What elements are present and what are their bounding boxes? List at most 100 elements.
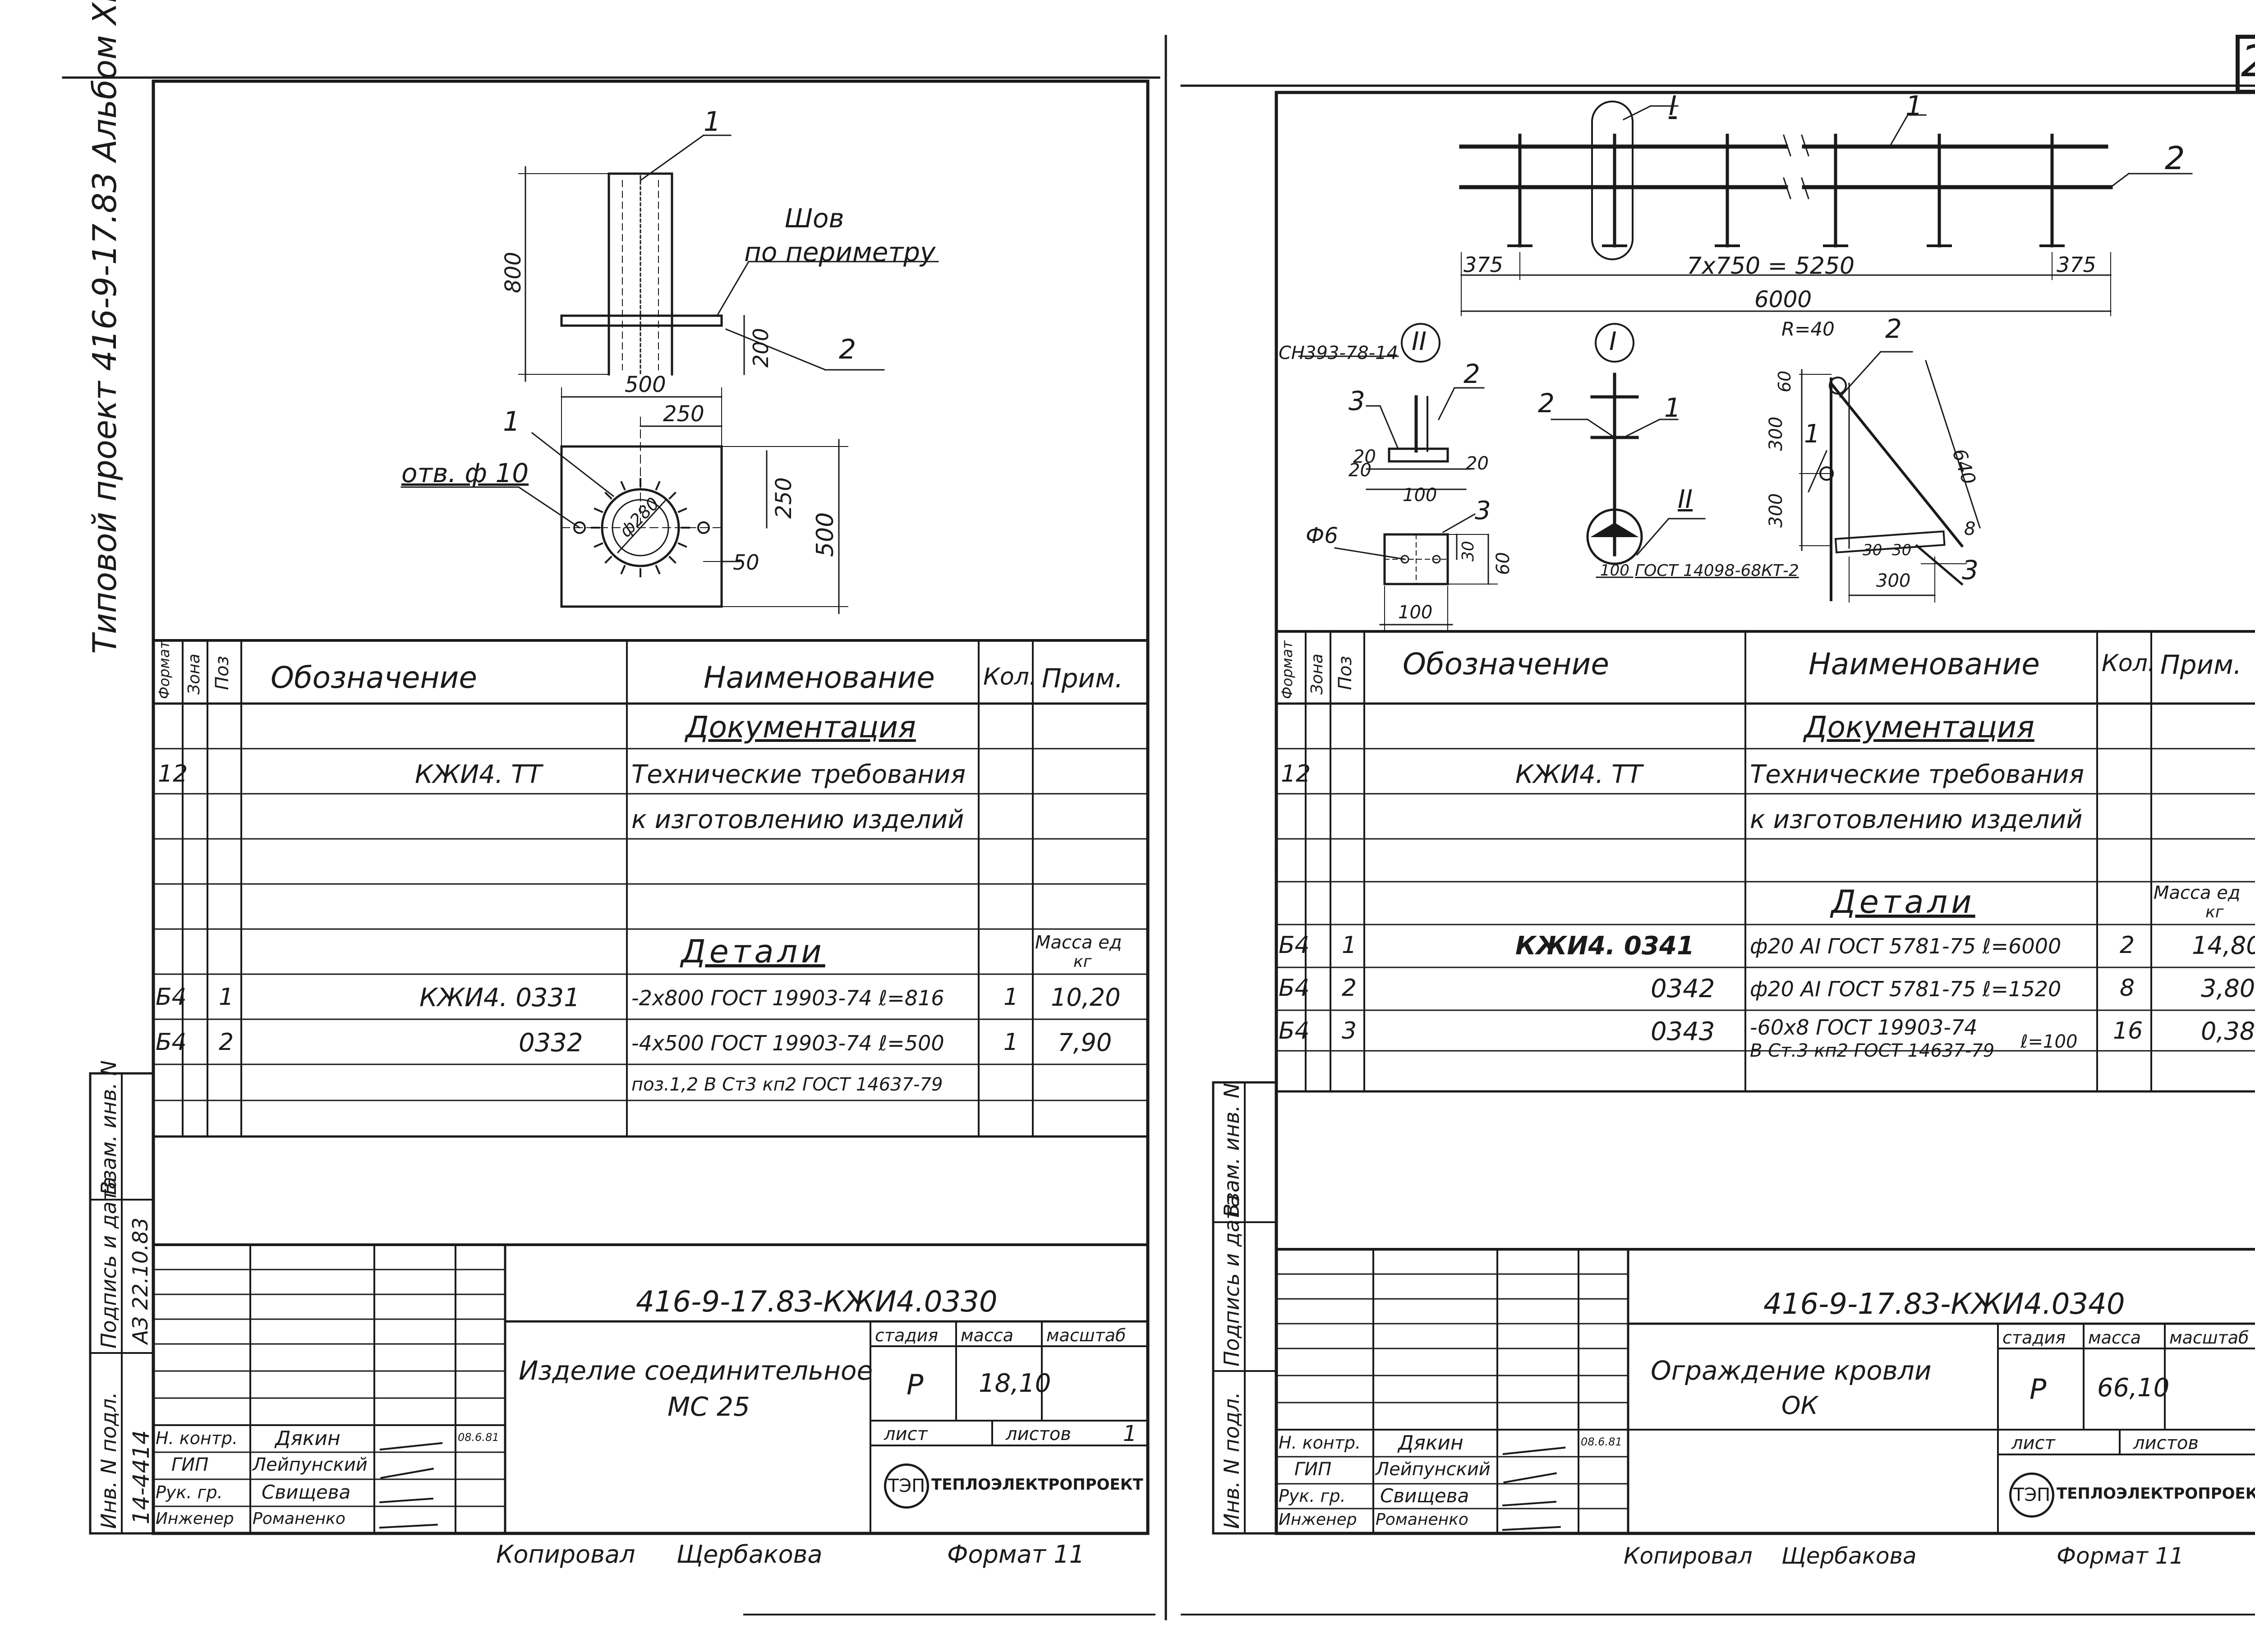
right-callout-3-plate: 3: [1475, 496, 1491, 525]
left-callout-2: 2: [839, 334, 856, 365]
left-r2-qty: 1: [1003, 984, 1019, 1011]
right-r3-format: Б4: [1279, 975, 1310, 1002]
left-scale-label: масштаб: [1046, 1325, 1126, 1345]
left-stage-label: стадия: [875, 1325, 939, 1345]
right-r4-format: Б4: [1279, 1017, 1310, 1045]
left-sheet-label: лист: [884, 1424, 928, 1445]
left-stamp-inv-value: 14-4414: [128, 1430, 154, 1524]
left-date1: 08.6.81: [458, 1431, 499, 1444]
right-callout-2-viewI: 2: [1538, 388, 1555, 419]
page-number: 22: [2241, 36, 2255, 87]
left-r1-name-2: к изготовлению изделий: [631, 805, 964, 834]
right-r2-note: 14,80: [2192, 931, 2255, 960]
left-name3: Свищева: [262, 1481, 351, 1503]
right-dim-30: 30: [1459, 541, 1477, 561]
left-name4: Романенко: [253, 1509, 345, 1528]
left-name1: Дякин: [275, 1427, 341, 1450]
left-dim-500-top: 500: [625, 372, 666, 397]
right-r3-designation: 0342: [1651, 974, 1715, 1003]
right-r2-pos: 1: [1342, 932, 1357, 959]
right-doc-code: 416-9-17.83-КЖИ4.0340: [1763, 1288, 2125, 1321]
right-r4-designation: 0343: [1651, 1017, 1715, 1046]
left-r3-name: -4х500 ГОСТ 19903-74 ℓ=500: [631, 1031, 944, 1055]
right-role1: Н. контр.: [1279, 1433, 1361, 1453]
left-col-pos: Поз: [212, 656, 233, 690]
right-item-name-1: Ограждение кровли: [1651, 1355, 1932, 1386]
page-number-box: 22: [2237, 36, 2255, 92]
right-callout-1-side: 1: [1804, 419, 1820, 449]
left-role4: Инженер: [156, 1509, 234, 1528]
right-r1-format: 12: [1281, 760, 1311, 787]
right-section-docs: Документация: [1804, 710, 2034, 745]
right-callout-1-viewI: 1: [1664, 392, 1681, 423]
right-r2-name: ф20 AI ГОСТ 5781-75 ℓ=6000: [1750, 934, 2062, 958]
right-r3-pos: 2: [1342, 975, 1357, 1002]
left-col-format: Формат: [156, 640, 173, 699]
right-section-details: Детали: [1831, 884, 1975, 920]
left-mass: 18,10: [979, 1369, 1051, 1398]
left-weld-note-2: по периметру: [744, 237, 936, 267]
left-footer-format: Формат 11: [947, 1540, 1085, 1569]
right-r2-qty: 2: [2120, 932, 2135, 959]
right-r1-name-1: Технические требования: [1750, 760, 2085, 789]
left-stage: Р: [907, 1368, 924, 1401]
left-stamp-sign-date: Подпись и дата: [97, 1176, 121, 1348]
left-role1: Н. контр.: [156, 1428, 238, 1448]
right-dim-375-left: 375: [1463, 253, 1503, 277]
right-name1: Дякин: [1398, 1431, 1463, 1454]
right-dim-6000: 6000: [1754, 286, 1812, 313]
right-stamp-sign-date: Подпись и дата: [1220, 1194, 1244, 1367]
right-col-note: Прим.: [2160, 649, 2242, 680]
left-mass-label: масса: [961, 1325, 1014, 1345]
right-dim-R40: R=40: [1781, 318, 1835, 340]
left-dim-50: 50: [733, 550, 759, 575]
left-col-zone: Зона: [185, 653, 203, 695]
right-view-I: I: [1609, 327, 1617, 356]
right-footer-copier: Щербакова: [1781, 1543, 1917, 1569]
right-col-format: Формат: [1279, 640, 1296, 699]
right-r4-pos: 3: [1342, 1017, 1357, 1045]
right-dim-100-lower: 100: [1398, 602, 1433, 623]
left-stamp-zam-inv: Взам. инв. N: [97, 1060, 121, 1195]
right-r3-qty: 8: [2120, 975, 2135, 1002]
right-r1-designation: КЖИ4. ТТ: [1515, 760, 1643, 789]
right-footer-copied: Копировал: [1624, 1543, 1753, 1569]
left-r3-qty: 1: [1003, 1029, 1019, 1056]
right-callout-2-side: 2: [1885, 313, 1902, 344]
left-mass-unit-2: кг: [1073, 953, 1092, 971]
left-name2: Лейпунский: [253, 1454, 368, 1475]
left-r1-designation: КЖИ4. ТТ: [415, 760, 542, 789]
left-item-name-1: Изделие соединительное: [519, 1355, 873, 1386]
left-r2-pos: 1: [219, 984, 234, 1011]
right-callout-I-top: I: [1669, 90, 1677, 122]
right-col-qty: Кол.: [2102, 650, 2155, 677]
right-r4-name-1: -60х8 ГОСТ 19903-74: [1750, 1015, 1978, 1040]
left-r2-format: Б4: [156, 984, 187, 1011]
left-r4-name: поз.1,2 В Ст3 кп2 ГОСТ 14637-79: [631, 1074, 943, 1095]
right-callout-2-top: 2: [2165, 140, 2185, 177]
right-scale-label: масштаб: [2169, 1328, 2249, 1348]
right-dim-30-b: 30: [1892, 541, 1912, 559]
right-mass-unit-2: кг: [2205, 903, 2224, 921]
left-stamp-inv-podl: Инв. N подл.: [97, 1392, 121, 1529]
right-name3: Свищева: [1380, 1485, 1469, 1507]
left-r3-pos: 2: [219, 1029, 234, 1056]
left-dim-500-side: 500: [812, 512, 839, 557]
right-org-logo-icon: ТЭП: [2009, 1473, 2054, 1518]
left-r1-format: 12: [158, 760, 188, 787]
right-name2: Лейпунский: [1376, 1459, 1491, 1480]
right-r4-name-2: В Ст.3 кп2 ГОСТ 14637-79: [1750, 1040, 1995, 1061]
right-dim-100-upper: 100: [1403, 485, 1437, 506]
left-r2-designation: КЖИ4. 0331: [419, 983, 580, 1012]
left-mass-unit-1: Масса ед: [1035, 932, 1122, 953]
right-mass-unit-1: Масса ед: [2154, 883, 2241, 903]
right-role2: ГИП: [1294, 1459, 1332, 1480]
right-dim-300-bottom: 300: [1766, 493, 1786, 528]
right-signature-4: [1501, 1512, 1561, 1531]
right-mass: 66,10: [2097, 1373, 2170, 1403]
right-callout-3-viewII: 3: [1348, 386, 1365, 416]
left-org: ТЕПЛОЭЛЕКТРОПРОЕКТ: [931, 1476, 1143, 1494]
left-sheets-label: листов: [1006, 1424, 1071, 1445]
right-dim-8: 8: [1964, 519, 1976, 539]
left-dim-250-side: 250: [771, 477, 796, 519]
